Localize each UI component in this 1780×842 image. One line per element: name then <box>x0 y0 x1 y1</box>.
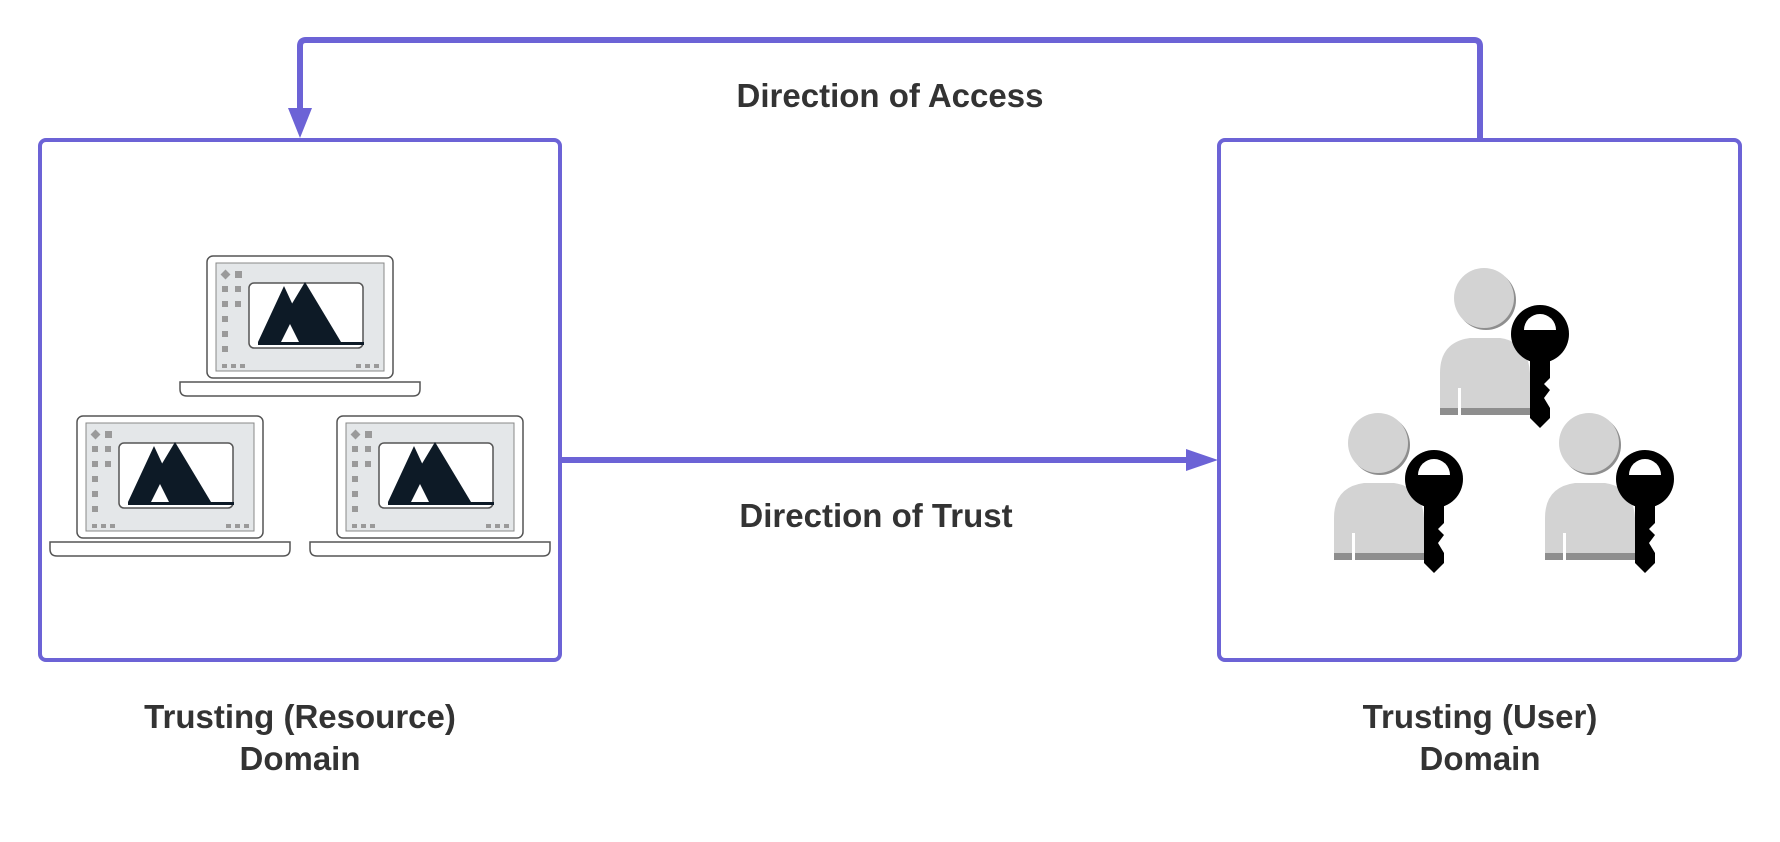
laptop-icon <box>309 415 551 557</box>
user-domain-label-line2: Domain <box>1419 740 1540 777</box>
user-with-key-icon <box>1334 413 1463 573</box>
resource-domain-box <box>38 138 562 662</box>
access-arrow <box>297 37 1483 140</box>
resource-domain-label-line1: Trusting (Resource) <box>144 698 456 735</box>
trust-arrowhead <box>1186 449 1218 471</box>
trust-label: Direction of Trust <box>739 497 1012 534</box>
access-label: Direction of Access <box>737 77 1044 114</box>
user-with-key-icon <box>1440 268 1569 428</box>
laptop-icon <box>179 255 421 397</box>
user-with-key-icon <box>1545 413 1674 573</box>
resource-domain-label-line2: Domain <box>239 740 360 777</box>
user-domain-box <box>1217 138 1742 662</box>
laptop-icon <box>49 415 291 557</box>
access-arrowhead <box>288 108 312 138</box>
user-domain-label-line1: Trusting (User) <box>1363 698 1598 735</box>
